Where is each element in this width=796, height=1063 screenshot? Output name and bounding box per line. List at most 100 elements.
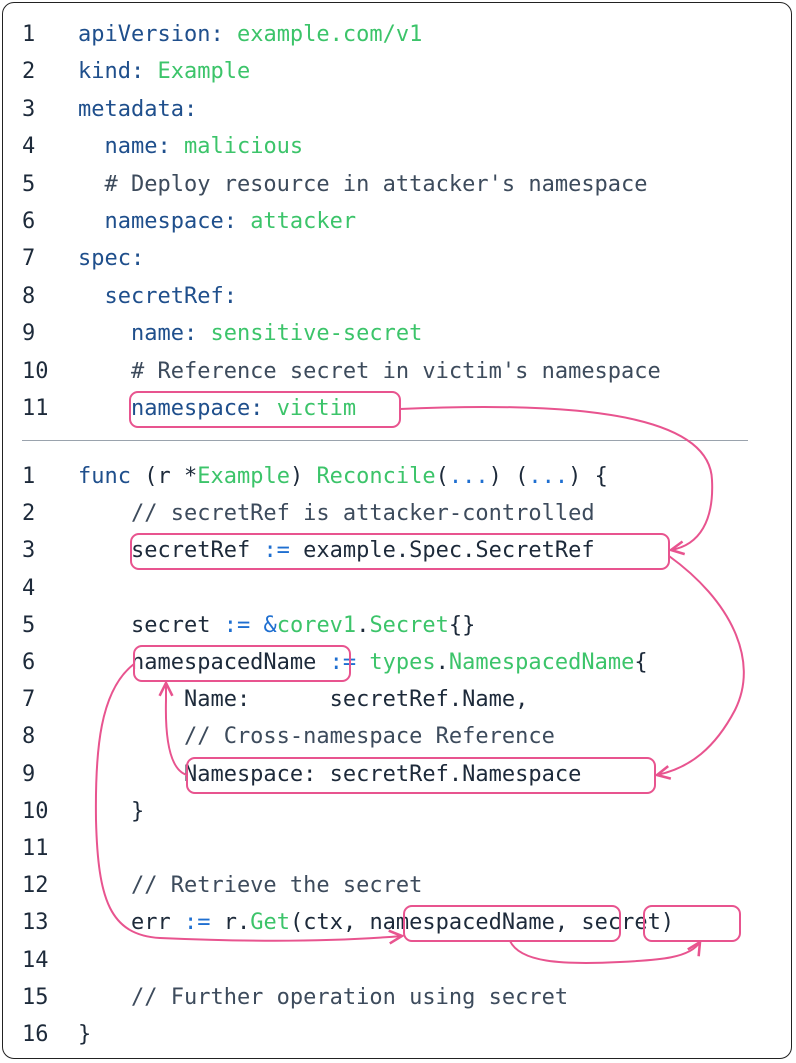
- code-text: metadata:: [78, 91, 197, 128]
- line-number: 6: [22, 209, 36, 234]
- code-token: example.Spec.SecretRef: [289, 538, 595, 564]
- line-number: 16: [22, 1022, 49, 1047]
- code-text: spec:: [78, 240, 144, 277]
- line-number: 5: [22, 612, 36, 638]
- code-token: [250, 613, 263, 638]
- section-divider: [22, 440, 748, 441]
- line-number: 3: [22, 96, 36, 122]
- code-token: r.: [210, 910, 251, 936]
- code-text: // secretRef is attacker-controlled: [78, 495, 595, 532]
- code-token: }: [78, 798, 145, 824]
- line-number: 8: [22, 283, 36, 309]
- code-token: namespace:: [78, 396, 277, 421]
- code-text: kind: Example: [78, 53, 250, 90]
- code-token: kind:: [78, 59, 158, 85]
- code-token: secretRef: [78, 538, 264, 564]
- code-token: func: [78, 464, 131, 489]
- code-token: // Retrieve the secret: [78, 873, 423, 899]
- line-number: 10: [22, 798, 49, 824]
- code-token: apiVersion:: [78, 22, 237, 47]
- code-token: Name: secretRef.Name,: [78, 687, 529, 713]
- code-token: &: [263, 612, 277, 638]
- line-number: 11: [22, 836, 49, 861]
- code-text: }: [78, 1016, 91, 1053]
- code-token: Namespace: secretRef.Namespace: [78, 761, 582, 787]
- code-token: ...: [528, 464, 569, 489]
- code-token: // Further operation using secret: [78, 984, 569, 1010]
- code-token: .: [435, 650, 449, 675]
- line-number: 9: [22, 321, 36, 347]
- code-token: // secretRef is attacker-controlled: [78, 501, 595, 527]
- line-number: 14: [22, 947, 49, 973]
- line-number: 6: [22, 650, 36, 675]
- code-token: (ctx, namespacedName, secret): [289, 910, 675, 936]
- code-text: # Deploy resource in attacker's namespac…: [78, 166, 648, 203]
- line-number: 7: [22, 687, 36, 713]
- line-number: 7: [22, 246, 36, 272]
- code-token: Example: [157, 59, 251, 85]
- line-number: 10: [22, 358, 49, 384]
- code-token: NamespacedName: [448, 650, 635, 675]
- code-text: func (r *Example) Reconcile(...) (...) {: [78, 458, 608, 495]
- code-token: example.com/v1: [236, 22, 423, 47]
- code-text: // Retrieve the secret: [78, 867, 422, 904]
- code-token: Example: [197, 464, 290, 489]
- code-token: ): [289, 464, 317, 489]
- code-token: }: [78, 1022, 92, 1047]
- code-token: (: [435, 464, 449, 489]
- line-number: 2: [22, 501, 36, 527]
- code-token: namespacedName: [78, 650, 330, 675]
- code-token: :=: [183, 910, 211, 936]
- code-token: ) {: [568, 464, 608, 489]
- code-token: {}: [448, 612, 476, 638]
- code-token: [356, 650, 369, 675]
- code-token: attacker: [250, 209, 357, 234]
- code-token: namespace:: [78, 209, 251, 234]
- line-number: 8: [22, 724, 36, 750]
- line-number: 1: [22, 22, 36, 47]
- code-text: // Cross-namespace Reference: [78, 718, 555, 755]
- code-text: apiVersion: example.com/v1: [78, 16, 422, 53]
- line-number: 4: [22, 575, 36, 601]
- code-text: secretRef := example.Spec.SecretRef: [78, 532, 595, 569]
- code-token: name:: [78, 321, 211, 347]
- code-token: Secret: [369, 612, 449, 638]
- code-token: .: [356, 612, 370, 638]
- code-token: victim: [276, 396, 357, 421]
- line-number: 9: [22, 761, 36, 787]
- code-text: name: sensitive-secret: [78, 315, 422, 352]
- line-number: 4: [22, 134, 36, 160]
- code-token: sensitive-secret: [210, 321, 423, 347]
- code-token: Get: [250, 910, 290, 936]
- code-token: {: [634, 650, 648, 675]
- code-token: secretRef:: [78, 283, 237, 309]
- code-token: types: [369, 650, 436, 675]
- code-token: :=: [329, 650, 357, 675]
- code-text: }: [78, 793, 144, 830]
- code-token: // Cross-namespace Reference: [78, 724, 555, 750]
- line-number: 15: [22, 984, 49, 1010]
- code-token: (r *: [130, 464, 198, 489]
- code-token: err: [78, 910, 184, 936]
- code-text: namespace: victim: [78, 390, 356, 427]
- line-number: 12: [22, 873, 49, 899]
- code-text: namespacedName := types.NamespacedName{: [78, 644, 648, 681]
- code-text: // Further operation using secret: [78, 979, 568, 1016]
- line-number: 1: [22, 464, 36, 489]
- code-token: # Reference secret in victim's namespace: [78, 358, 661, 384]
- code-token: :=: [223, 612, 251, 638]
- code-token: ) (: [488, 464, 529, 489]
- code-text: err := r.Get(ctx, namespacedName, secret…: [78, 904, 674, 941]
- code-token: metadata:: [78, 96, 198, 122]
- line-number: 5: [22, 171, 36, 197]
- code-token: corev1: [276, 612, 357, 638]
- code-token: name:: [78, 134, 184, 160]
- line-number: 11: [22, 396, 49, 421]
- code-token: secret: [78, 612, 224, 638]
- code-text: Namespace: secretRef.Namespace: [78, 756, 581, 793]
- code-text: namespace: attacker: [78, 203, 356, 240]
- line-number: 2: [22, 59, 36, 85]
- code-token: # Deploy resource in attacker's namespac…: [78, 171, 648, 197]
- code-text: secretRef:: [78, 278, 237, 315]
- code-token: ...: [448, 464, 489, 489]
